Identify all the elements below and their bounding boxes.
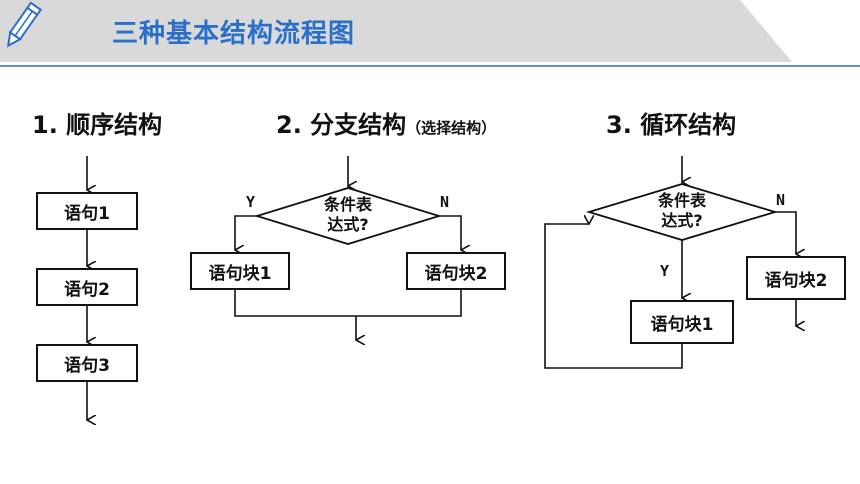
branch-heading-note: （选择结构） — [406, 119, 497, 137]
branch-no-label: N — [440, 193, 450, 211]
branch-heading: 2. 分支结构（选择结构） — [276, 110, 496, 143]
branch-condition-diamond — [253, 187, 443, 245]
sequence-heading: 1. 顺序结构 — [32, 111, 163, 139]
loop-back-path — [544, 224, 683, 369]
branch-condition-line1: 条件表 — [323, 195, 372, 214]
loop-no-path — [775, 211, 796, 254]
loop-no-label: N — [776, 191, 786, 209]
branch-block-1: 语句块1 — [190, 252, 290, 290]
loop-condition-line1: 条件表 — [657, 191, 706, 210]
branch-yes-path — [235, 215, 257, 250]
branch-heading-text: 2. 分支结构 — [276, 111, 407, 139]
branch-condition-line2: 达式? — [327, 215, 369, 234]
loop-block-1: 语句块1 — [630, 300, 734, 344]
loop-block-2: 语句块2 — [746, 256, 846, 300]
branch-merge-line — [234, 290, 462, 317]
sequence-statement-1: 语句1 — [36, 192, 138, 230]
pencil-icon — [6, 1, 43, 48]
branch-no-path — [439, 215, 461, 250]
branch-condition-label: 条件表 达式? — [300, 195, 396, 235]
page-title: 三种基本结构流程图 — [112, 19, 356, 49]
header-background — [0, 0, 860, 67]
branch-block-2: 语句块2 — [406, 252, 506, 290]
sequence-statement-2: 语句2 — [36, 268, 138, 306]
loop-condition-label: 条件表 达式? — [634, 191, 730, 231]
loop-yes-label: Y — [660, 262, 670, 280]
loop-heading: 3. 循环结构 — [606, 111, 737, 139]
header-banner: 三种基本结构流程图 — [0, 0, 860, 68]
loop-condition-line2: 达式? — [661, 211, 703, 230]
branch-yes-label: Y — [246, 193, 256, 211]
sequence-statement-3: 语句3 — [36, 344, 138, 382]
